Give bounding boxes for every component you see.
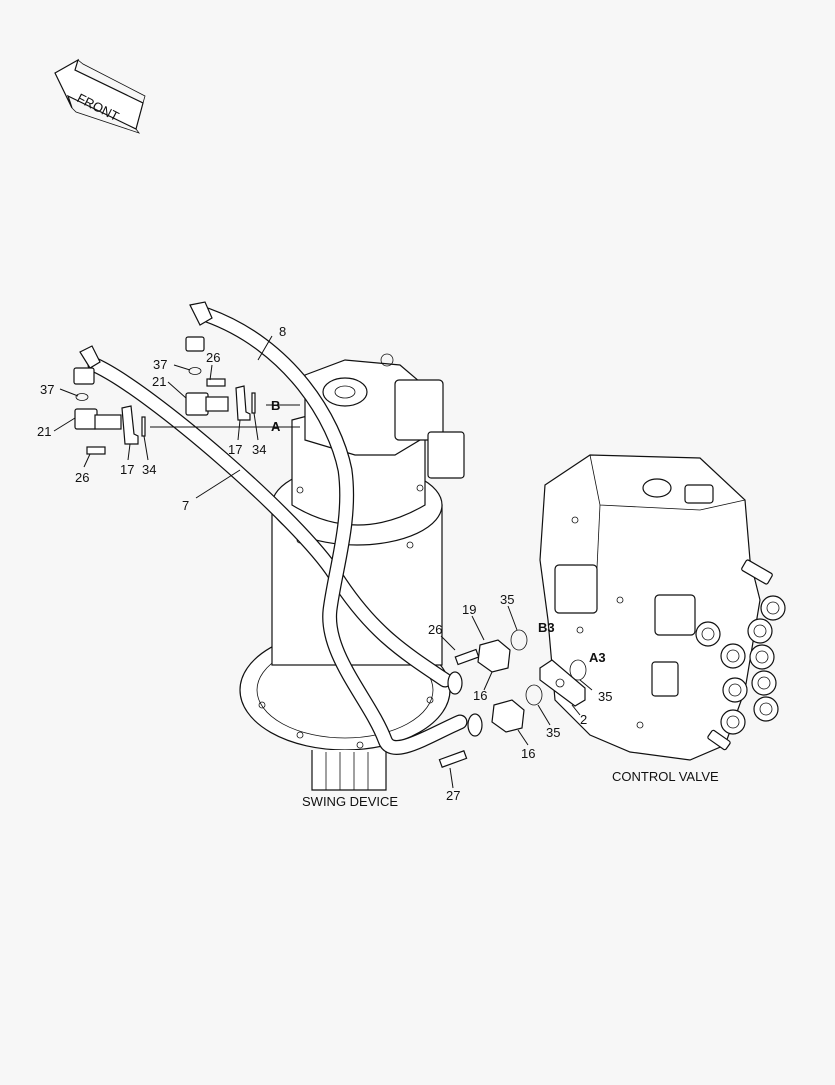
port-label-a3: A3 <box>589 650 606 665</box>
callout-37-lower: 37 <box>40 382 54 397</box>
callout-35-bottom: 35 <box>546 725 560 740</box>
callout-34-lower: 34 <box>142 462 156 477</box>
callout-16-upper: 16 <box>473 688 487 703</box>
callout-16-lower: 16 <box>521 746 535 761</box>
callout-27: 27 <box>446 788 460 803</box>
callout-26-lower: 26 <box>75 470 89 485</box>
hose-7 <box>87 357 453 688</box>
caption-swing-device: SWING DEVICE <box>302 794 398 809</box>
flange-parts <box>438 629 587 768</box>
callout-26-mid: 26 <box>428 622 442 637</box>
callout-37-upper: 37 <box>153 357 167 372</box>
lower-fitting-group <box>73 345 146 455</box>
port-label-b: B <box>271 398 280 413</box>
callout-34-upper: 34 <box>252 442 266 457</box>
hose-8 <box>199 307 468 755</box>
port-label-a: A <box>271 419 281 434</box>
upper-fitting-group <box>185 301 256 421</box>
control-valve <box>539 454 786 761</box>
callout-21-lower: 21 <box>37 424 51 439</box>
callout-35-top: 35 <box>500 592 514 607</box>
swing-device <box>239 353 465 791</box>
caption-control-valve: CONTROL VALVE <box>612 769 719 784</box>
callouts: 8 7 37 26 21 17 34 B A 37 21 26 17 34 19… <box>37 324 612 803</box>
callout-21-upper: 21 <box>152 374 166 389</box>
callout-7: 7 <box>182 498 189 513</box>
callout-8: 8 <box>279 324 286 339</box>
callout-17-lower: 17 <box>120 462 134 477</box>
callout-19: 19 <box>462 602 476 617</box>
callout-35-right: 35 <box>598 689 612 704</box>
callout-17-upper: 17 <box>228 442 242 457</box>
callout-2: 2 <box>580 712 587 727</box>
front-arrow-icon: FRONT <box>54 58 146 134</box>
leader-lines <box>53 335 593 789</box>
port-label-b3: B3 <box>538 620 555 635</box>
callout-26-upper: 26 <box>206 350 220 365</box>
